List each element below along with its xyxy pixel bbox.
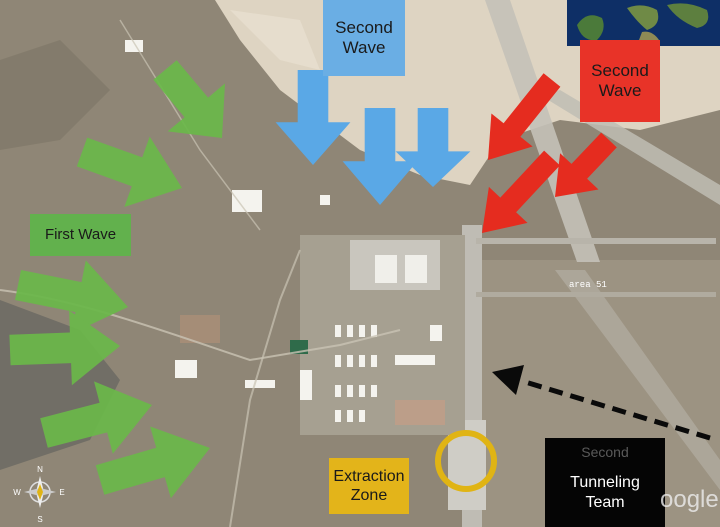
map-watermark: oogle (660, 486, 719, 513)
blue-arrow-2 (342, 108, 418, 205)
green-arrow-5 (40, 381, 153, 454)
extraction-zone-label: Extraction Zone (329, 458, 409, 514)
tunneling-dashed-line (521, 378, 711, 441)
first-wave-label: First Wave (30, 214, 131, 256)
green-arrow-3 (15, 260, 128, 334)
compass-s: S (37, 515, 42, 524)
extraction-zone-ring (435, 430, 497, 492)
compass-e: E (59, 488, 64, 497)
blue-arrow-1 (275, 70, 351, 165)
tunneling-arrowhead (492, 365, 524, 395)
green-arrow-1 (153, 60, 225, 139)
blue-arrow-3 (395, 108, 471, 187)
green-arrow-6 (95, 426, 210, 499)
second-wave-red-label: Second Wave (580, 40, 660, 122)
compass-w: W (13, 488, 21, 497)
compass-n: N (37, 465, 43, 474)
red-arrow-2 (482, 150, 560, 233)
second-wave-blue-label: Second Wave (323, 0, 405, 76)
green-arrow-2 (76, 136, 182, 207)
tunneling-team-label: Second Tunneling Team (545, 438, 665, 527)
green-arrow-4 (9, 310, 120, 386)
red-arrow-3 (555, 132, 617, 197)
tunneling-team-text: Tunneling Team (570, 474, 640, 511)
tunneling-ghost-text: Second (581, 444, 629, 460)
area-51-label: area 51 (569, 280, 607, 290)
globe-inset-icon (567, 0, 720, 46)
runway-diagonal (485, 0, 600, 262)
compass-rose-icon: N S E W (8, 462, 72, 526)
red-arrow-1 (488, 73, 561, 160)
